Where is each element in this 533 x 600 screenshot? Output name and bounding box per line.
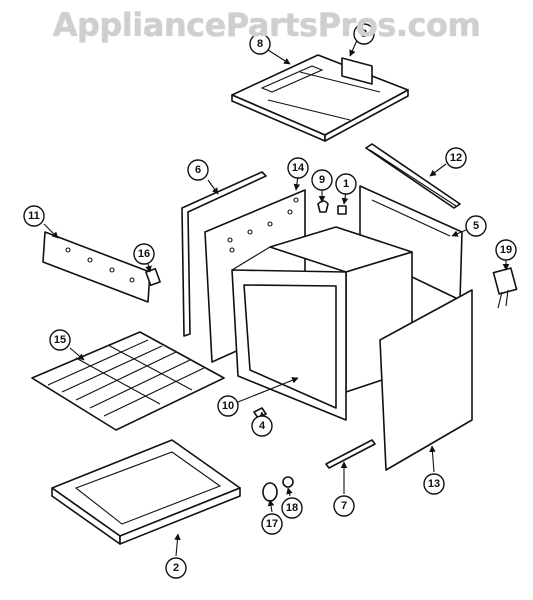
part-light-bulb bbox=[262, 482, 278, 502]
svg-text:5: 5 bbox=[473, 220, 479, 232]
part-oven-cavity bbox=[231, 226, 413, 421]
leader-lines bbox=[43, 37, 510, 557]
part-oven-rack bbox=[31, 331, 225, 431]
callout-2: 2 bbox=[165, 557, 187, 579]
part-rail bbox=[365, 143, 461, 209]
part-bracket-rail bbox=[42, 231, 151, 303]
part-back-panel bbox=[379, 289, 473, 471]
svg-text:10: 10 bbox=[222, 400, 234, 412]
svg-text:19: 19 bbox=[500, 244, 512, 256]
svg-text:13: 13 bbox=[428, 478, 440, 490]
svg-text:15: 15 bbox=[54, 334, 66, 346]
callout-18: 18 bbox=[281, 497, 303, 519]
callout-17: 17 bbox=[261, 513, 283, 535]
callout-14: 14 bbox=[287, 157, 309, 179]
callout-4: 4 bbox=[251, 415, 273, 437]
part-sensor bbox=[492, 267, 518, 309]
callout-1: 1 bbox=[335, 173, 357, 195]
svg-text:8: 8 bbox=[361, 28, 367, 40]
svg-text:2: 2 bbox=[173, 562, 179, 574]
callout-6: 6 bbox=[187, 159, 209, 181]
callout-19: 19 bbox=[495, 239, 517, 261]
part-clip bbox=[317, 200, 329, 213]
part-bottom-panel bbox=[51, 439, 241, 545]
callout-7: 7 bbox=[333, 495, 355, 517]
callout-8-b: 8 bbox=[353, 23, 375, 45]
svg-text:6: 6 bbox=[195, 164, 201, 176]
callout-12: 12 bbox=[445, 147, 467, 169]
svg-text:4: 4 bbox=[259, 420, 266, 432]
svg-text:1: 1 bbox=[343, 178, 349, 190]
svg-text:8: 8 bbox=[257, 38, 263, 50]
svg-text:18: 18 bbox=[286, 502, 298, 514]
callout-15: 15 bbox=[49, 329, 71, 351]
callout-13: 13 bbox=[423, 473, 445, 495]
part-trim-strip bbox=[181, 171, 267, 337]
svg-text:16: 16 bbox=[138, 248, 150, 260]
callout-10: 10 bbox=[217, 395, 239, 417]
callout-5: 5 bbox=[465, 215, 487, 237]
svg-text:7: 7 bbox=[341, 500, 347, 512]
svg-text:9: 9 bbox=[319, 174, 325, 186]
part-bulb-socket bbox=[282, 476, 294, 488]
part-bracket bbox=[337, 205, 347, 215]
callout-11: 11 bbox=[23, 205, 45, 227]
svg-text:17: 17 bbox=[266, 518, 278, 530]
svg-text:11: 11 bbox=[28, 210, 40, 222]
callout-9: 9 bbox=[311, 169, 333, 191]
part-strip bbox=[325, 439, 376, 469]
svg-text:12: 12 bbox=[450, 152, 462, 164]
callout-16: 16 bbox=[133, 243, 155, 265]
callout-8: 8 bbox=[249, 33, 271, 55]
svg-text:14: 14 bbox=[292, 162, 305, 174]
part-top-panel bbox=[231, 54, 409, 142]
